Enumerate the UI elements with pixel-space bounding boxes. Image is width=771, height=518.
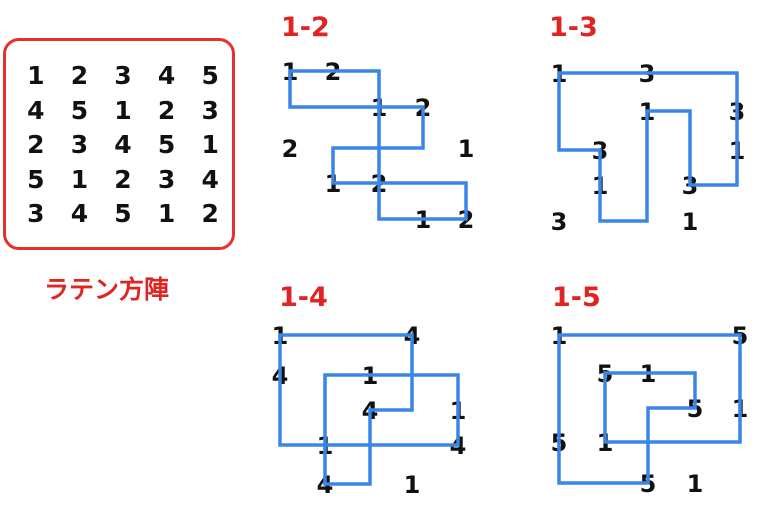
diagram-title: 1-4 xyxy=(279,282,328,313)
latin-square-cell: 5 xyxy=(114,199,132,229)
latin-square-cell: 4 xyxy=(157,61,176,91)
latin-square-cell: 3 xyxy=(114,61,132,91)
latin-square-cell: 2 xyxy=(27,130,45,160)
diagram-title: 1-2 xyxy=(281,12,330,43)
latin-square-cell: 1 xyxy=(114,95,132,125)
latin-square-cell: 5 xyxy=(201,61,219,91)
latin-square-cell: 5 xyxy=(157,130,176,160)
diagram-title: 1-3 xyxy=(549,12,598,43)
latin-square-cell: 5 xyxy=(27,164,45,194)
latin-square-cell: 2 xyxy=(70,61,89,91)
latin-square-cell: 3 xyxy=(157,164,176,194)
diagram-number-label: 2 xyxy=(282,135,299,163)
latin-square-cell: 3 xyxy=(201,95,219,125)
latin-square-cell: 2 xyxy=(114,164,132,194)
tour-path-line xyxy=(557,333,742,485)
latin-square-cell: 1 xyxy=(157,199,176,229)
diagram-number-label: 1 xyxy=(682,208,699,236)
latin-square-caption: ラテン方陣 xyxy=(44,275,170,304)
latin-square-cell: 5 xyxy=(70,95,89,125)
latin-square-cell: 4 xyxy=(70,199,89,229)
latin-square-cell: 2 xyxy=(157,95,176,125)
latin-square-cell: 1 xyxy=(27,61,45,91)
latin-square-cell: 4 xyxy=(114,130,132,160)
diagram-number-label: 1 xyxy=(687,470,704,498)
latin-square-cell: 3 xyxy=(70,130,89,160)
tour-path-line xyxy=(278,333,460,486)
latin-square-cell: 1 xyxy=(201,130,219,160)
diagram-number-label: 3 xyxy=(551,208,568,236)
tour-path-line xyxy=(557,71,739,223)
diagram-number-label: 1 xyxy=(404,471,421,499)
diagram-title: 1-5 xyxy=(552,282,601,313)
diagram-number-label: 1 xyxy=(458,135,475,163)
latin-square-cell: 1 xyxy=(70,164,89,194)
latin-square-cell: 3 xyxy=(27,199,45,229)
tour-path-line xyxy=(288,69,468,221)
latin-square-cell: 4 xyxy=(201,164,219,194)
latin-square-cell: 4 xyxy=(27,95,45,125)
latin-square-cell: 2 xyxy=(201,199,219,229)
